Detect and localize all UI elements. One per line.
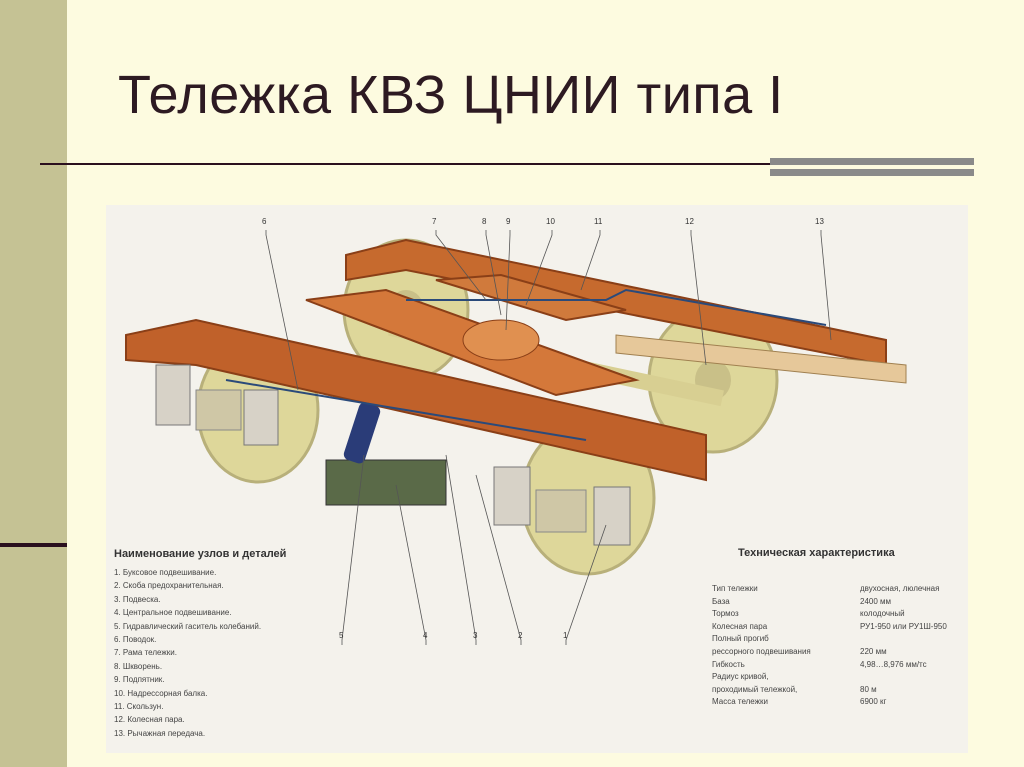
spec-value — [860, 671, 947, 684]
hydraulic-damper — [343, 402, 381, 464]
callout-1: 1 — [563, 631, 568, 640]
callout-2: 2 — [518, 631, 523, 640]
brake-pipe-rear — [406, 288, 827, 326]
callout-3: 3 — [473, 631, 478, 640]
list-item: 6. Поводок. — [114, 635, 157, 645]
spec-key: Радиус кривой, — [712, 672, 769, 682]
table-row: Колесная пара РУ1-950 или РУ1Ш-950 — [712, 621, 947, 634]
spec-key: Гибкость — [712, 659, 745, 669]
title-underline — [40, 163, 970, 165]
spec-title: Техническая характеристика — [738, 547, 895, 559]
left-accent-bar — [0, 543, 67, 547]
callout-lines-top — [265, 230, 832, 391]
list-item: 9. Подпятник. — [114, 675, 165, 685]
spec-key: проходимый тележкой, — [712, 684, 798, 694]
list-item: 12. Колесная пара. — [114, 715, 185, 725]
table-row: проходимый тележкой, 80 м — [712, 684, 947, 697]
table-row: рессорного подвешивания 220 мм — [712, 646, 947, 659]
table-row: Радиус кривой, — [712, 671, 947, 684]
central-suspension — [325, 459, 447, 506]
list-item: 7. Рама тележки. — [114, 648, 177, 658]
spec-value: 4,98…8,976 мм/тс — [860, 659, 927, 669]
slide-title: Тележка КВЗ ЦНИИ типа I — [118, 65, 784, 125]
spec-key: Масса тележки — [712, 697, 768, 707]
centre-pivot — [462, 319, 540, 361]
side-frame-front — [125, 318, 707, 482]
spec-key: Тип тележки — [712, 584, 758, 593]
callout-5: 5 — [339, 631, 344, 640]
list-item: 5. Гидравлический гаситель колебаний. — [114, 621, 262, 631]
spec-value: 2400 мм — [860, 596, 892, 606]
parts-list: 1. Буксовое подвешивание. 2. Скоба предо… — [114, 566, 261, 740]
table-row: Тип тележки двухосная, люлечная — [712, 583, 947, 596]
table-row: База 2400 мм — [712, 596, 947, 609]
callout-13: 13 — [815, 217, 824, 226]
left-decorative-strip — [0, 0, 67, 767]
callout-4: 4 — [423, 631, 428, 640]
table-row: Тормоз колодочный — [712, 608, 947, 621]
list-item: 13. Рычажная передача. — [114, 728, 206, 738]
spec-value: РУ1-950 или РУ1Ш-950 — [860, 621, 947, 631]
bogie-illustration — [125, 230, 907, 645]
list-item: 1. Буксовое подвешивание. — [114, 568, 217, 577]
list-item: 2. Скоба предохранительная. — [114, 581, 224, 591]
callout-9: 9 — [506, 217, 511, 226]
spec-value: 80 м — [860, 684, 877, 694]
spec-value: 6900 кг — [860, 697, 887, 707]
callout-10: 10 — [546, 217, 555, 226]
spec-key: Полный прогиб — [712, 634, 769, 644]
spec-key: База — [712, 596, 730, 606]
brake-rigging — [615, 334, 907, 384]
list-item: 4. Центральное подвешивание. — [114, 608, 232, 618]
callout-11: 11 — [594, 217, 603, 226]
spec-value — [860, 633, 947, 646]
callout-6: 6 — [262, 217, 267, 226]
spec-key: Тормоз — [712, 609, 739, 619]
list-item: 10. Надрессорная балка. — [114, 688, 208, 698]
table-row: Гибкость 4,98…8,976 мм/тс — [712, 659, 947, 672]
parts-list-title: Наименование узлов и деталей — [114, 548, 287, 560]
callout-8: 8 — [482, 217, 487, 226]
spec-value: двухосная, люлечная — [860, 584, 940, 593]
spec-key: рессорного подвешивания — [712, 646, 811, 656]
callout-lines-bottom — [341, 454, 607, 645]
brake-pipe — [225, 379, 587, 441]
list-item: 8. Шкворень. — [114, 661, 163, 671]
spec-table: Тип тележки двухосная, люлечная База 2400 … — [712, 583, 947, 709]
spec-value: колодочный — [860, 609, 905, 619]
transom — [435, 273, 627, 322]
bogie-diagram: 6 7 8 9 10 11 12 13 5 4 3 2 1 Наименован… — [106, 205, 968, 753]
spring-set-right — [493, 466, 631, 546]
callout-12: 12 — [685, 217, 694, 226]
spec-key: Колесная пара — [712, 621, 768, 631]
table-row: Масса тележки 6900 кг — [712, 696, 947, 709]
title-accent-lines — [770, 158, 974, 176]
spring-set-left — [155, 364, 279, 446]
spec-value: 220 мм — [860, 646, 887, 656]
list-item: 3. Подвеска. — [114, 594, 161, 604]
list-item: 11. Скользун. — [114, 702, 164, 712]
table-row: Полный прогиб — [712, 633, 947, 646]
callout-7: 7 — [432, 217, 437, 226]
